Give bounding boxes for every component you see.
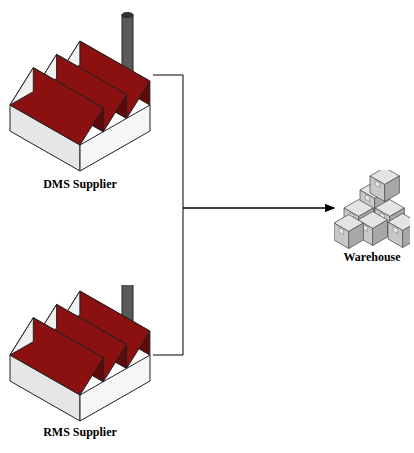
warehouse-icon (334, 170, 410, 250)
supplier-factory-icon (5, 5, 155, 177)
supplier-factory-node: DMS Supplier (5, 5, 155, 191)
flow-connector (153, 208, 334, 355)
flow-connector (153, 75, 334, 208)
warehouse-node: Warehouse (334, 170, 410, 264)
node-label: DMS Supplier (5, 177, 155, 191)
supplier-factory-icon (5, 285, 155, 425)
node-label: RMS Supplier (5, 425, 155, 439)
supplier-factory-node: RMS Supplier (5, 285, 155, 439)
node-label: Warehouse (334, 250, 410, 264)
